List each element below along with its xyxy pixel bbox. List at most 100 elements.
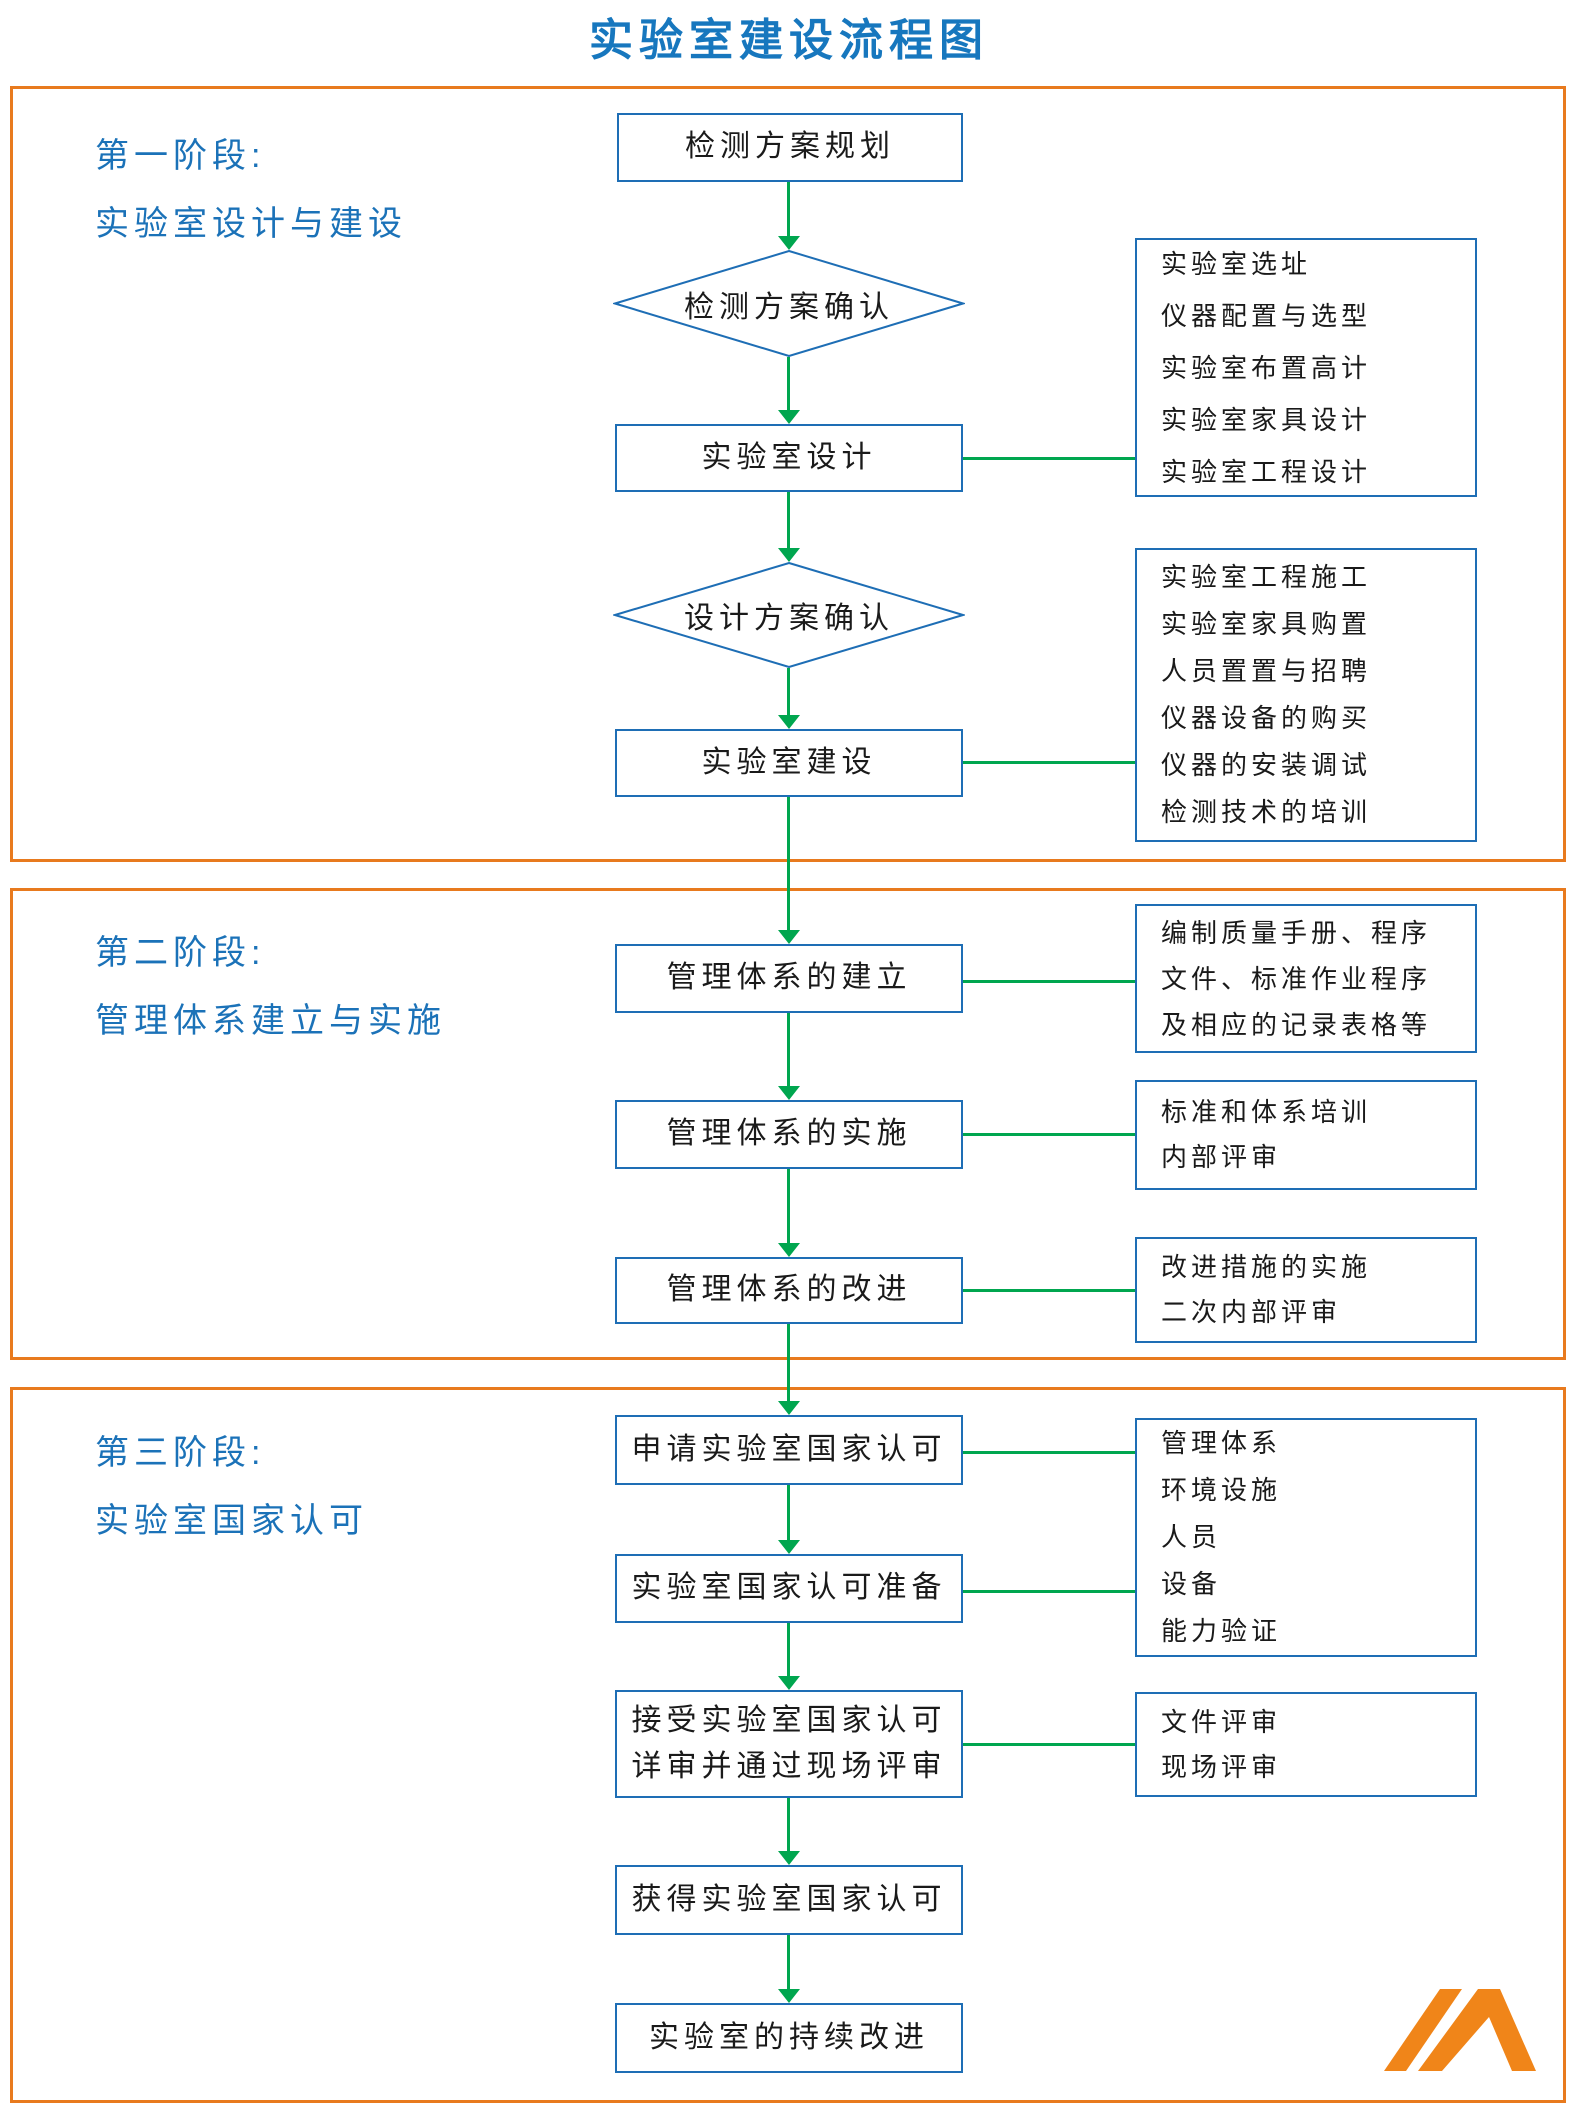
arrow-line [787, 1169, 790, 1243]
side-box-build-details: 实验室工程施工 实验室家具购置 人员置置与招聘 仪器设备的购买 仪器的安装调试 … [1135, 548, 1477, 842]
company-logo [1378, 1975, 1538, 2075]
side-item: 文件评审 [1161, 1706, 1282, 1737]
flow-box-plan: 检测方案规划 [617, 113, 963, 182]
arrow-line [787, 797, 790, 930]
flow-box-obtain-accreditation: 获得实验室国家认可 [615, 1865, 963, 1935]
flow-box-system-improve-label: 管理体系的改进 [666, 1273, 912, 1307]
connector-line [963, 1743, 1135, 1746]
connector-line [963, 761, 1135, 764]
flow-arrow [778, 357, 800, 424]
stage-1-label-line1: 第一阶段: [95, 137, 266, 175]
flow-box-system-establish: 管理体系的建立 [615, 944, 963, 1013]
side-box-apply-details: 管理体系 环境设施 人员 设备 能力验证 [1135, 1418, 1477, 1657]
side-item: 设备 [1161, 1569, 1222, 1599]
flow-box-continuous-improve: 实验室的持续改进 [615, 2003, 963, 2073]
arrow-head [778, 1989, 800, 2003]
side-item: 现场评审 [1161, 1751, 1282, 1782]
flow-box-accept-review-line2: 详审并通过现场评审 [631, 1750, 947, 1783]
arrow-line [787, 357, 790, 410]
arrow-line [787, 182, 790, 236]
flow-box-system-establish-label: 管理体系的建立 [666, 961, 912, 995]
connector-line [963, 1590, 1135, 1593]
flow-arrow [778, 668, 800, 729]
flow-box-continuous-improve-label: 实验室的持续改进 [649, 2020, 929, 2054]
flow-box-plan-label: 检测方案规划 [685, 130, 895, 164]
diagram-title: 实验室建设流程图 [589, 16, 989, 65]
side-item: 改进措施的实施 [1161, 1252, 1372, 1282]
arrow-line [787, 1013, 790, 1086]
flow-box-accept-review: 接受实验室国家认可 详审并通过现场评审 [615, 1690, 963, 1798]
flow-box-design: 实验室设计 [615, 424, 963, 492]
side-box-design-details: 实验室选址 仪器配置与选型 实验室布置高计 实验室家具设计 实验室工程设计 [1135, 238, 1477, 497]
side-box-implement-details: 标准和体系培训 内部评审 [1135, 1080, 1477, 1190]
connector-line [963, 1289, 1135, 1292]
decision-diamond-shape [613, 250, 965, 357]
arrow-head [778, 410, 800, 424]
side-item: 二次内部评审 [1161, 1297, 1342, 1327]
side-item: 实验室家具购置 [1161, 609, 1372, 639]
side-item: 仪器配置与选型 [1161, 300, 1372, 331]
connector-line [963, 980, 1135, 983]
arrow-head [778, 548, 800, 562]
flow-box-apply-accreditation-label: 申请实验室国家认可 [631, 1432, 947, 1466]
arrow-head [778, 1243, 800, 1257]
flow-arrow [778, 1485, 800, 1554]
side-box-review-details: 文件评审 现场评审 [1135, 1692, 1477, 1797]
flow-arrow [778, 1623, 800, 1690]
stage-2-label-line1: 第二阶段: [95, 934, 266, 972]
side-item: 实验室工程设计 [1161, 456, 1372, 487]
side-item: 环境设施 [1161, 1475, 1282, 1505]
flow-box-accept-review-line1: 接受实验室国家认可 [631, 1703, 947, 1737]
flow-arrow [778, 1324, 800, 1415]
flow-arrow [778, 797, 800, 944]
side-box-improve-details: 改进措施的实施 二次内部评审 [1135, 1237, 1477, 1343]
flow-box-system-implement: 管理体系的实施 [615, 1100, 963, 1169]
side-item: 能力验证 [1161, 1616, 1282, 1646]
flow-box-obtain-accreditation-label: 获得实验室国家认可 [631, 1882, 947, 1916]
side-item: 标准和体系培训 [1161, 1097, 1372, 1127]
stage-3-label-line1: 第三阶段: [95, 1434, 266, 1472]
arrow-head [778, 1086, 800, 1100]
arrow-head [778, 1851, 800, 1865]
flow-box-build-label: 实验室建设 [701, 745, 877, 779]
decision-plan-confirm-label: 检测方案确认 [684, 290, 894, 324]
side-item: 实验室家具设计 [1161, 404, 1372, 435]
arrow-line [787, 1623, 790, 1676]
side-item: 实验室选址 [1161, 248, 1312, 279]
flow-box-accreditation-prepare-label: 实验室国家认可准备 [631, 1571, 947, 1605]
side-item: 编制质量手册、程序 [1161, 917, 1432, 948]
arrow-head [778, 236, 800, 250]
arrow-line [787, 1935, 790, 1989]
company-logo-mark [1384, 1989, 1536, 2071]
decision-diamond-shape [613, 562, 965, 668]
decision-plan-confirm: 检测方案确认 [613, 250, 965, 357]
flow-arrow [778, 1013, 800, 1100]
side-item: 检测技术的培训 [1161, 797, 1372, 827]
connector-line [963, 1451, 1135, 1454]
side-item: 内部评审 [1161, 1142, 1282, 1172]
connector-line [963, 457, 1135, 460]
arrow-line [787, 492, 790, 548]
decision-design-confirm-label: 设计方案确认 [684, 602, 894, 635]
flow-box-build: 实验室建设 [615, 729, 963, 797]
flow-box-system-improve: 管理体系的改进 [615, 1257, 963, 1324]
flow-box-apply-accreditation: 申请实验室国家认可 [615, 1415, 963, 1485]
flow-arrow [778, 1935, 800, 2003]
flow-box-system-implement-label: 管理体系的实施 [666, 1117, 912, 1151]
stage-2-label-line2: 管理体系建立与实施 [95, 1002, 446, 1040]
side-item: 仪器设备的购买 [1161, 703, 1372, 733]
stage-1-label-line2: 实验室设计与建设 [95, 205, 407, 243]
side-item: 实验室布置高计 [1161, 352, 1372, 383]
side-item: 及相应的记录表格等 [1161, 1009, 1432, 1040]
arrow-line [787, 1324, 790, 1401]
arrow-head [778, 1540, 800, 1554]
arrow-head [778, 715, 800, 729]
arrow-line [787, 1485, 790, 1540]
arrow-head [778, 930, 800, 944]
flow-arrow [778, 182, 800, 250]
flow-box-accreditation-prepare: 实验室国家认可准备 [615, 1554, 963, 1623]
side-item: 实验室工程施工 [1161, 562, 1372, 592]
stage-3-label-line2: 实验室国家认可 [95, 1502, 368, 1540]
arrow-line [787, 668, 790, 715]
